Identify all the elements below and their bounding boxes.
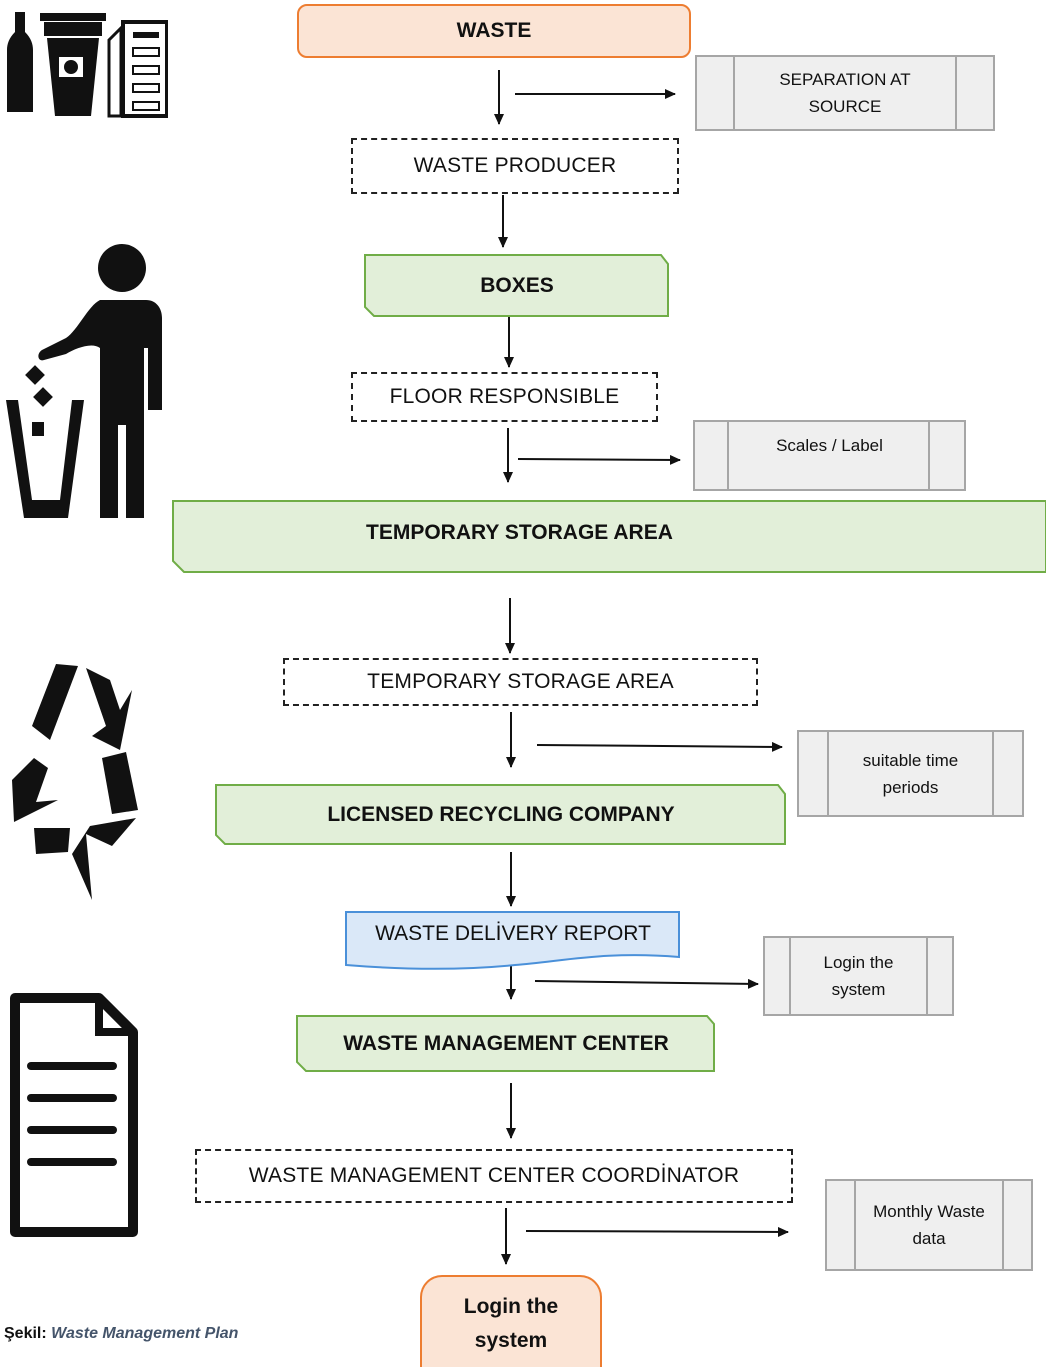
recycling-company-shape bbox=[215, 784, 786, 845]
scales-label: Scales / Label bbox=[776, 436, 883, 455]
separation-at-source-box: SEPARATION AT SOURCE bbox=[695, 55, 995, 131]
wmc-coordinator-node: WASTE MANAGEMENT CENTER COORDİNATOR bbox=[195, 1149, 793, 1203]
monthly-waste-data-box: Monthly Waste data bbox=[825, 1179, 1033, 1271]
bottle-cup-newspaper-icon bbox=[7, 12, 168, 118]
arrow-to-scales bbox=[517, 454, 681, 465]
waste-node-label: WASTE bbox=[456, 19, 532, 42]
arrow-to-monthly-data bbox=[525, 1226, 789, 1237]
boxes-node-shape bbox=[364, 254, 669, 317]
caption-prefix: Şekil: bbox=[4, 1325, 47, 1342]
login-system-final-node: Login the system bbox=[420, 1275, 602, 1367]
login-system-final-label: Login the system bbox=[463, 1295, 559, 1352]
wmc-node: WASTE MANAGEMENT CENTER bbox=[296, 1015, 716, 1073]
boxes-label: BOXES bbox=[480, 274, 554, 297]
monthly-waste-data-label: Monthly Waste data bbox=[873, 1202, 985, 1248]
recycle-icon bbox=[12, 664, 138, 900]
scales-label-box: Scales / Label bbox=[693, 420, 966, 491]
recycling-company-label: LICENSED RECYCLING COMPANY bbox=[327, 803, 675, 826]
suitable-time-periods-label: suitable time periods bbox=[862, 750, 959, 797]
waste-producer-label: WASTE PRODUCER bbox=[413, 154, 617, 177]
suitable-time-periods-box: suitable time periods bbox=[797, 730, 1024, 817]
temporary-storage-band-shape bbox=[172, 500, 1046, 573]
delivery-report-label: WASTE DELİVERY REPORT bbox=[375, 922, 651, 945]
document-icon bbox=[10, 993, 138, 1237]
wmc-shape bbox=[296, 1015, 715, 1072]
floor-responsible-label: FLOOR RESPONSIBLE bbox=[389, 385, 620, 408]
person-disposing-trash-icon bbox=[6, 244, 162, 518]
delivery-report-node: WASTE DELİVERY REPORT bbox=[345, 922, 681, 946]
wmc-coordinator-label: WASTE MANAGEMENT CENTER COORDİNATOR bbox=[248, 1164, 740, 1187]
arrow-to-login bbox=[534, 978, 759, 989]
wmc-label: WASTE MANAGEMENT CENTER bbox=[343, 1032, 669, 1055]
temporary-storage-label: TEMPORARY STORAGE AREA bbox=[367, 670, 674, 693]
waste-producer-node: WASTE PRODUCER bbox=[351, 138, 679, 194]
temporary-storage-band: TEMPORARY STORAGE AREA bbox=[366, 518, 673, 548]
separation-label: SEPARATION AT SOURCE bbox=[779, 70, 911, 116]
figure-caption: Şekil: Waste Management Plan bbox=[4, 1325, 238, 1343]
floor-responsible-node: FLOOR RESPONSIBLE bbox=[351, 372, 658, 422]
recycling-company-node: LICENSED RECYCLING COMPANY bbox=[215, 784, 787, 846]
temporary-storage-band-label: TEMPORARY STORAGE AREA bbox=[366, 521, 673, 544]
boxes-node: BOXES bbox=[364, 254, 670, 318]
login-system-box: Login the system bbox=[763, 936, 954, 1016]
caption-title: Waste Management Plan bbox=[51, 1325, 239, 1342]
arrow-to-time-periods bbox=[536, 741, 783, 752]
waste-node: WASTE bbox=[297, 4, 691, 58]
temporary-storage-node: TEMPORARY STORAGE AREA bbox=[283, 658, 758, 706]
delivery-report-shape bbox=[345, 911, 680, 970]
login-system-label: Login the system bbox=[823, 953, 894, 999]
